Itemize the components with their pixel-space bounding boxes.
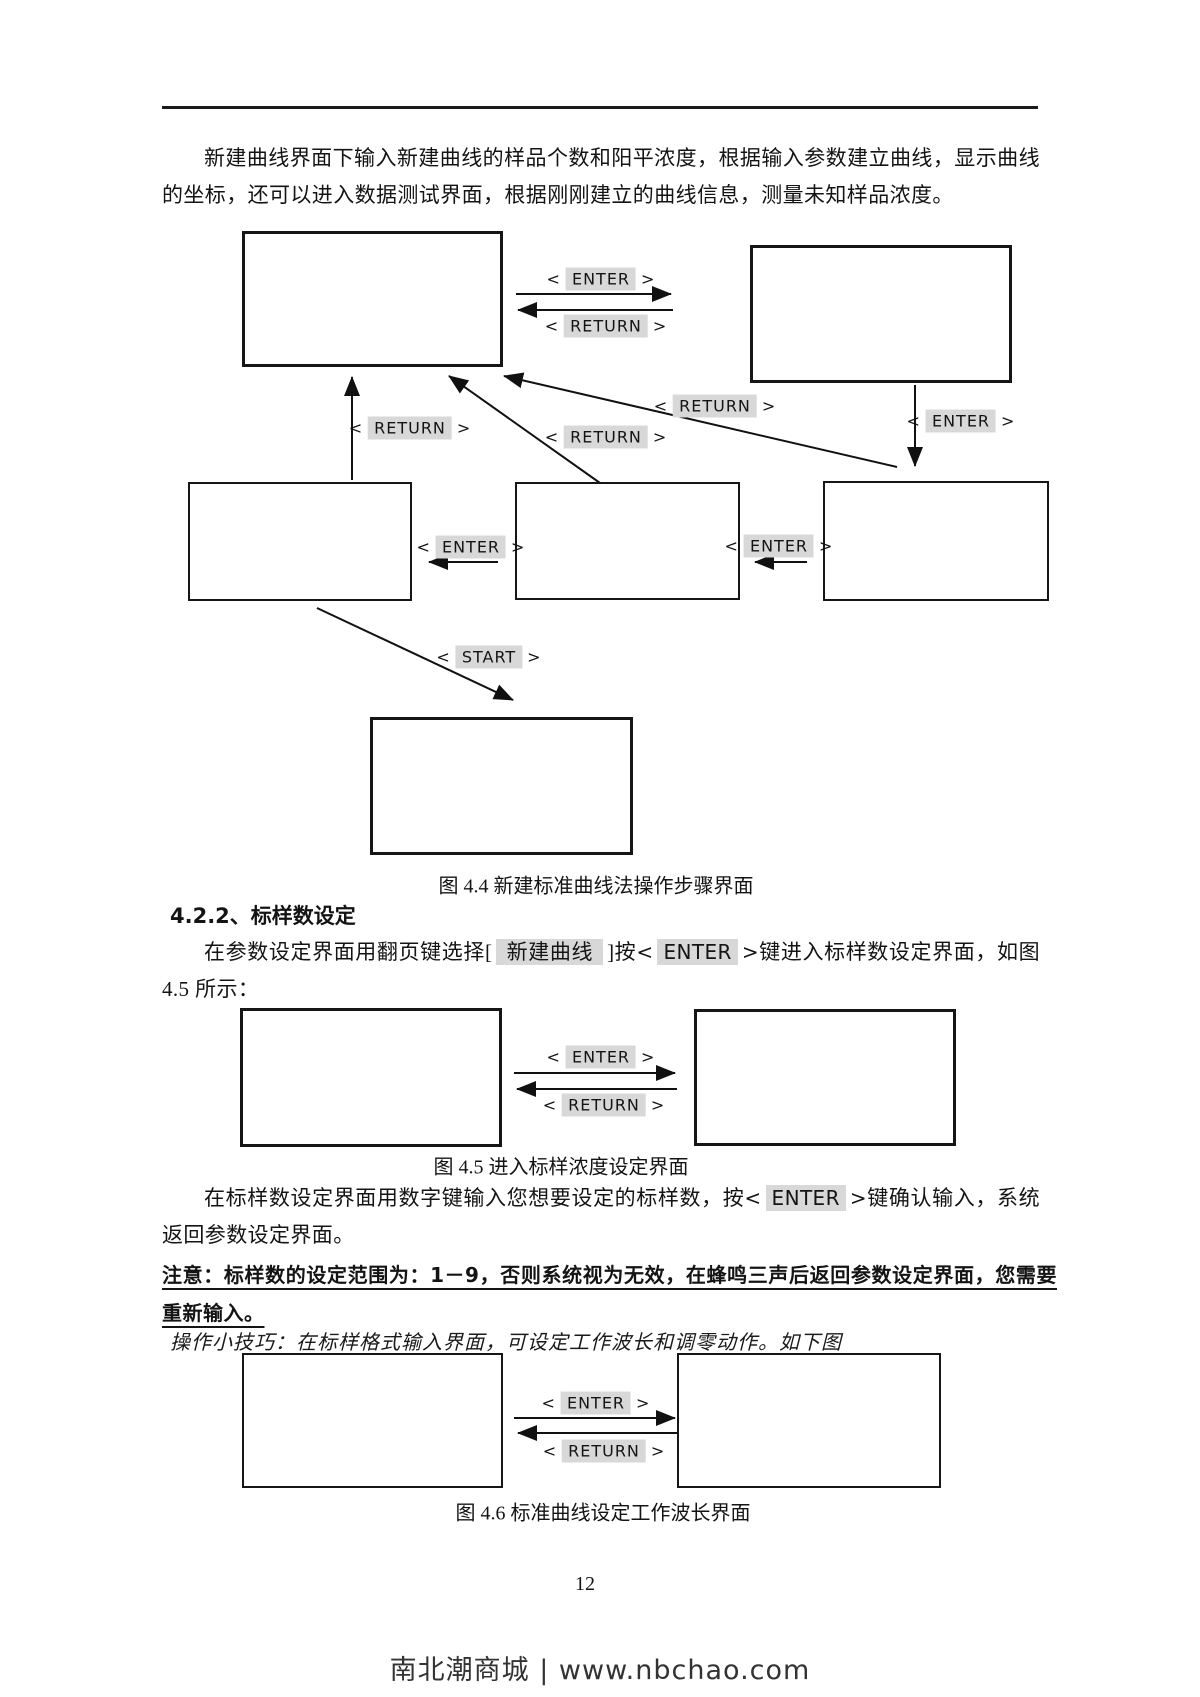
flow-box-mid-left bbox=[188, 482, 412, 601]
enter-key-inline: <ENTER> bbox=[744, 1185, 868, 1211]
flow-box-mid-center bbox=[515, 482, 740, 600]
menu-item-highlight: 新建曲线 bbox=[496, 939, 604, 965]
section-heading: 4.2.2、标样数设定 bbox=[170, 904, 356, 928]
flow-box-top-right bbox=[750, 245, 1012, 383]
enter-key-label: <ENTER> bbox=[416, 535, 526, 559]
figure-45-caption: 图 4.5 进入标样浓度设定界面 bbox=[433, 1156, 689, 1179]
enter-key-inline: <ENTER> bbox=[636, 939, 760, 965]
return-key-label: <RETURN> bbox=[542, 1093, 666, 1117]
tip-text: 操作小技巧：在标样格式输入界面，可设定工作波长和调零动作。如下图 bbox=[170, 1332, 842, 1354]
figure-44-caption: 图 4.4 新建标准曲线法操作步骤界面 bbox=[438, 875, 754, 898]
flow-box-sample-format bbox=[242, 1353, 503, 1488]
header-rule bbox=[162, 106, 1038, 109]
start-key-label: <START> bbox=[436, 645, 542, 669]
input-paragraph: 在标样数设定界面用数字键输入您想要设定的标样数，按<ENTER>键确认输入，系统… bbox=[162, 1185, 1040, 1247]
flow-box-param-setup bbox=[240, 1008, 502, 1147]
flow-box-top-left bbox=[242, 231, 503, 367]
enter-key-label: <ENTER> bbox=[906, 409, 1016, 433]
return-key-label: <RETURN> bbox=[348, 416, 472, 440]
flow-box-bottom bbox=[370, 717, 633, 855]
return-key-label: <RETURN> bbox=[544, 425, 668, 449]
setup-paragraph: 在参数设定界面用翻页键选择[新建曲线]按<ENTER>键进入标样数设定界面，如图… bbox=[162, 939, 1041, 1001]
flow-box-mid-right bbox=[823, 481, 1049, 601]
figure-46-caption: 图 4.6 标准曲线设定工作波长界面 bbox=[455, 1502, 751, 1525]
footer-watermark: 南北潮商城 | www.nbchao.com bbox=[389, 1655, 811, 1686]
flow-box-sample-count bbox=[694, 1009, 956, 1146]
enter-key-label: <ENTER> bbox=[546, 1045, 656, 1069]
intro-paragraph: 新建曲线界面下输入新建曲线的样品个数和阳平浓度，根据输入参数建立曲线，显示曲线的… bbox=[162, 146, 1040, 207]
enter-key-label: <ENTER> bbox=[541, 1391, 651, 1415]
return-key-label: <RETURN> bbox=[542, 1439, 666, 1463]
enter-key-label: <ENTER> bbox=[546, 267, 656, 291]
return-key-label: <RETURN> bbox=[544, 314, 668, 338]
page-number: 12 bbox=[575, 1573, 595, 1595]
flow-box-wavelength bbox=[677, 1353, 941, 1488]
return-key-label: <RETURN> bbox=[653, 394, 777, 418]
notice-text: 注意：标样数的设定范围为：1－9，否则系统视为无效，在蜂鸣三声后返回参数设定界面… bbox=[162, 1263, 1057, 1325]
enter-key-label: <ENTER> bbox=[724, 534, 834, 558]
